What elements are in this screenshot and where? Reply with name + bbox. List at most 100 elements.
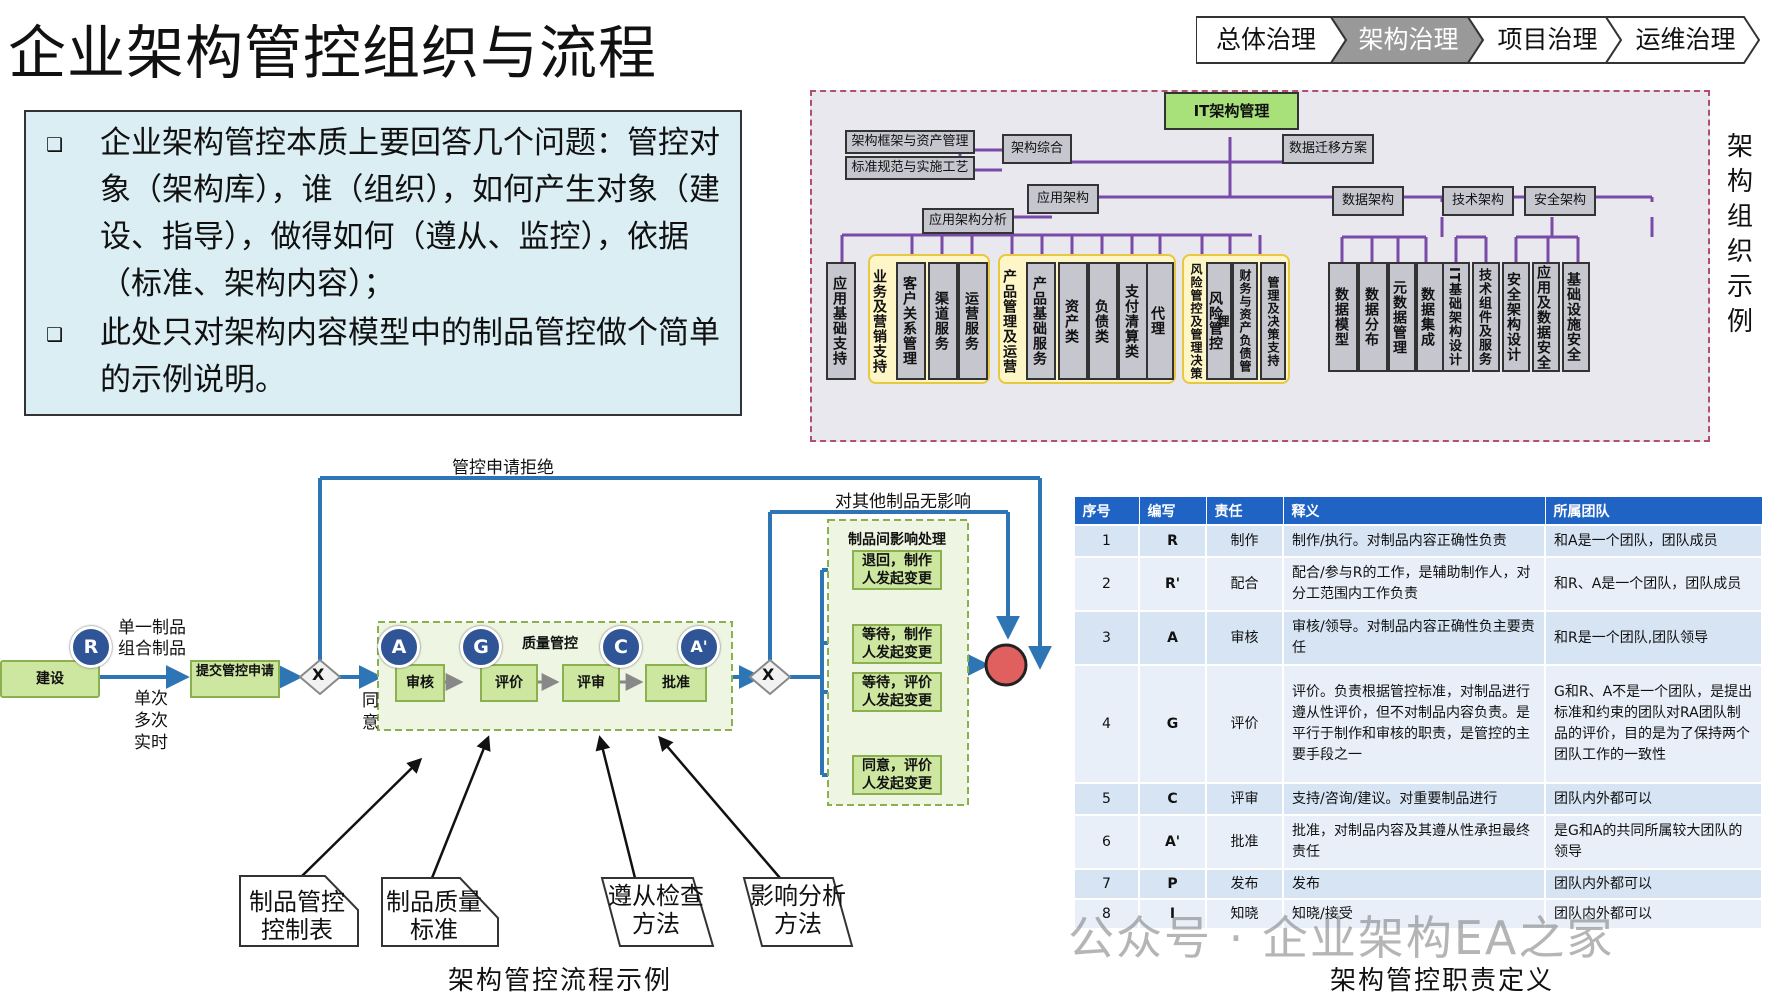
tab-overall-governance[interactable]: 总体治理 [1215, 25, 1316, 54]
table-header: 序号 [1073, 496, 1140, 526]
row-code: P [1138, 868, 1207, 900]
row-no: 6 [1073, 814, 1140, 870]
table-header: 编写 [1138, 496, 1207, 526]
row-desc: 知晓/接受 [1282, 898, 1546, 930]
org-tech-arch: 技术架构 [1442, 186, 1514, 216]
row-desc: 制作/执行。对制品内容正确性负责 [1282, 524, 1546, 558]
row-team: 团队内外都可以 [1544, 782, 1763, 816]
row-duty: 评审 [1205, 782, 1284, 816]
intro-box: ❑ 企业架构管控本质上要回答几个问题：管控对象（架构库），谁（组织），如何产生对… [24, 110, 742, 416]
table-header: 所属团队 [1544, 496, 1763, 526]
org-data-migration: 数据迁移方案 [1282, 134, 1374, 164]
org-root: IT架构管理 [1164, 92, 1299, 130]
org-leaf: 技术组件及服务 [1472, 262, 1500, 372]
tab-project-governance[interactable]: 项目治理 [1497, 25, 1598, 54]
org-leaf: 风险管控及管理决策 [1189, 262, 1203, 380]
role-circle-r: R [70, 626, 112, 668]
table-row: 6 A' 批准 批准，对制品内容及其遵从性承担最终责任 是G和A的共同所属较大团… [1073, 814, 1763, 870]
tab-architecture-governance[interactable]: 架构治理 [1358, 25, 1459, 54]
org-leaf: 产品管理及运营 [1001, 268, 1017, 374]
org-data-arch: 数据架构 [1332, 186, 1404, 216]
gateway-x-icon: X [312, 665, 325, 684]
org-leaf: 元数据管理 [1388, 262, 1416, 372]
flow-reject-label: 管控申请拒绝 [452, 458, 554, 478]
step-review: 审核 [395, 664, 445, 702]
org-leaf: 代理 [1146, 262, 1174, 380]
row-no: 3 [1073, 610, 1140, 666]
impact-wait-evaluator: 等待，评价 人发起变更 [852, 672, 942, 712]
org-leaf: 数据分布 [1358, 262, 1388, 372]
single-combined-label: 单一制品 组合制品 [118, 618, 186, 659]
org-vertical-label: 架构组织示例 [1726, 132, 1753, 337]
row-code: I [1138, 898, 1207, 930]
checkbox-bullet-icon: ❑ [46, 324, 64, 346]
row-code: A' [1138, 814, 1207, 870]
table-row: 3 A 审核 审核/领导。对制品内容正确性负主要责任 和R是一个团队,团队领导 [1073, 610, 1763, 666]
row-duty: 知晓 [1205, 898, 1284, 930]
checkbox-bullet-icon: ❑ [46, 134, 64, 156]
row-desc: 评价。负责根据管控标准，对制品进行遵从性评价，但不对制品内容负责。是平行于制作和… [1282, 664, 1546, 784]
impact-wait-maker: 等待，制作 人发起变更 [852, 624, 942, 664]
row-desc: 批准，对制品内容及其遵从性承担最终责任 [1282, 814, 1546, 870]
role-circle-c: C [600, 626, 642, 668]
org-leaf: 安全架构设计 [1502, 262, 1530, 372]
org-arch-framework: 架构框架与资产管理 [845, 130, 975, 154]
table-row: 5 C 评审 支持/咨询/建议。对重要制品进行 团队内外都可以 [1073, 782, 1763, 816]
table-row: 2 R' 配合 配合/参与R的工作，是辅助制作人，对分工范围内工作负责 和R、A… [1073, 556, 1763, 612]
row-no: 8 [1073, 898, 1140, 930]
flow-no-impact-label: 对其他制品无影响 [835, 492, 971, 512]
row-no: 7 [1073, 868, 1140, 900]
row-duty: 批准 [1205, 814, 1284, 870]
role-circle-g: G [460, 626, 502, 668]
row-desc: 配合/参与R的工作，是辅助制作人，对分工范围内工作负责 [1282, 556, 1546, 612]
table-row: 7 P 发布 发布 团队内外都可以 [1073, 868, 1763, 900]
org-leaf: 应用基础支持 [826, 262, 856, 380]
row-desc: 审核/领导。对制品内容正确性负主要责任 [1282, 610, 1546, 666]
impact-group-title: 制品间影响处理 [848, 532, 946, 548]
end-event [984, 643, 1028, 687]
table-row: 8 I 知晓 知晓/接受 团队内外都可以 [1073, 898, 1763, 930]
gateway-2 [748, 658, 792, 696]
org-chart: IT架构管理 架构框架与资产管理 标准规范与实施工艺 架构综合 数据迁移方案 应… [810, 90, 1710, 442]
step-evaluate: 评价 [480, 664, 538, 702]
row-code: R' [1138, 556, 1207, 612]
table-row: 4 G 评价 评价。负责根据管控标准，对制品进行遵从性评价，但不对制品内容负责。… [1073, 664, 1763, 784]
table-header: 责任 [1205, 496, 1284, 526]
org-leaf: 财务与资产负债管理 [1216, 262, 1258, 380]
org-leaf: 运营服务 [958, 262, 988, 380]
input-quality-standard: 制品质量 标准 [386, 888, 482, 944]
org-leaf: 资产类 [1058, 262, 1088, 380]
row-duty: 发布 [1205, 868, 1284, 900]
page-title: 企业架构管控组织与流程 [8, 19, 658, 87]
intro-bullet-2: 此处只对架构内容模型中的制品管控做个简单的示例说明。 [100, 315, 720, 398]
breadcrumb-shapes [1196, 16, 1761, 64]
role-circle-a: A [378, 626, 420, 668]
tab-ops-governance[interactable]: 运维治理 [1635, 25, 1736, 54]
org-leaf: 产品基础服务 [1026, 262, 1056, 380]
org-leaf: 应用及数据安全 [1532, 262, 1560, 372]
org-standards: 标准规范与实施工艺 [845, 156, 975, 180]
org-leaf: 负债类 [1088, 262, 1118, 380]
org-app-arch: 应用架构 [1027, 184, 1099, 214]
row-no: 2 [1073, 556, 1140, 612]
impact-return: 退回，制作 人发起变更 [852, 550, 942, 590]
row-team: 和A是一个团队，团队成员 [1544, 524, 1763, 558]
impact-agree: 同意，评价 人发起变更 [852, 755, 942, 795]
input-control-table: 制品管控 控制表 [249, 888, 345, 944]
org-leaf: IT基础架构设计 [1442, 262, 1470, 372]
watermark: 公众号 · 企业架构EA之家 [1068, 911, 1615, 965]
row-duty: 审核 [1205, 610, 1284, 666]
frequency-label: 单次 多次 实时 [134, 689, 168, 753]
row-desc: 支持/咨询/建议。对重要制品进行 [1282, 782, 1546, 816]
role-circle-a-prime: A' [678, 626, 720, 668]
row-code: C [1138, 782, 1207, 816]
org-arch-integration: 架构综合 [1002, 134, 1072, 164]
row-team: 团队内外都可以 [1544, 868, 1763, 900]
gateway-1 [298, 658, 342, 696]
org-leaf: 管理及决策支持 [1260, 262, 1286, 380]
org-leaf: 渠道服务 [928, 262, 958, 380]
table-caption: 架构管控职责定义 [1330, 966, 1555, 996]
row-no: 4 [1073, 664, 1140, 784]
step-assess: 评审 [562, 664, 620, 702]
row-team: G和R、A不是一个团队，是提出标准和约束的团队对RA团队制品的评价，目的是为了保… [1544, 664, 1763, 784]
